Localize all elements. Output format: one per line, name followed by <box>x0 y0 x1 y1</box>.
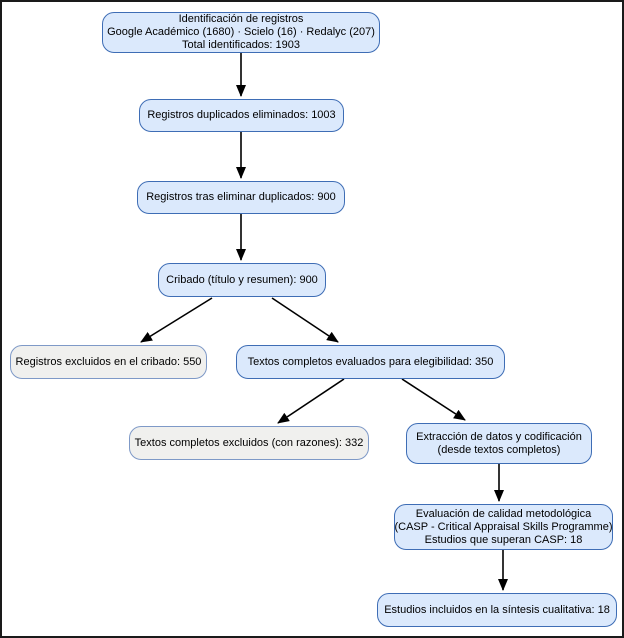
node-textos-excluidos: Textos completos excluidos (con razones)… <box>129 426 369 460</box>
node-label: Textos completos excluidos (con razones)… <box>134 436 364 449</box>
node-excluidos-cribado: Registros excluidos en el cribado: 550 <box>10 345 207 379</box>
node-label: Cribado (título y resumen): 900 <box>166 273 318 286</box>
node-line: Evaluación de calidad metodológica <box>415 507 592 520</box>
node-label: Registros tras eliminar duplicados: 900 <box>146 191 336 203</box>
node-extraccion-datos: Extracción de datos y codificación (desd… <box>406 423 592 464</box>
node-duplicados-eliminados: Registros duplicados eliminados: 1003 <box>139 99 344 132</box>
node-line: Extracción de datos y codificación <box>416 430 582 443</box>
arrow-fulltext-to-excluded <box>277 378 345 424</box>
arrow-screening-to-fulltext <box>271 297 339 343</box>
arrow-screening-to-excluded <box>140 297 213 343</box>
node-label: Registros duplicados eliminados: 1003 <box>147 109 336 121</box>
node-line: Identificación de registros <box>178 13 304 25</box>
node-evaluacion-calidad: Evaluación de calidad metodológica (CASP… <box>394 504 613 550</box>
node-line: Google Académico (1680) · Scielo (16) · … <box>107 26 375 38</box>
node-label: Estudios incluidos en la síntesis cualit… <box>384 603 610 616</box>
node-tras-eliminar-duplicados: Registros tras eliminar duplicados: 900 <box>137 181 345 214</box>
node-cribado: Cribado (título y resumen): 900 <box>158 263 326 297</box>
node-line: (desde textos completos) <box>437 443 561 456</box>
node-line: Total identificados: 1903 <box>181 39 301 51</box>
node-sintesis-cualitativa: Estudios incluidos en la síntesis cualit… <box>377 593 617 627</box>
node-line: Estudios que superan CASP: 18 <box>424 533 583 546</box>
node-line: (CASP - Critical Appraisal Skills Progra… <box>394 520 613 533</box>
node-label: Textos completos evaluados para elegibil… <box>247 355 494 368</box>
node-textos-evaluados: Textos completos evaluados para elegibil… <box>236 345 505 379</box>
node-label: Registros excluidos en el cribado: 550 <box>15 355 202 368</box>
arrow-fulltext-to-extraction <box>401 378 466 421</box>
node-identificacion-registros: Identificación de registros Google Acadé… <box>102 12 380 53</box>
